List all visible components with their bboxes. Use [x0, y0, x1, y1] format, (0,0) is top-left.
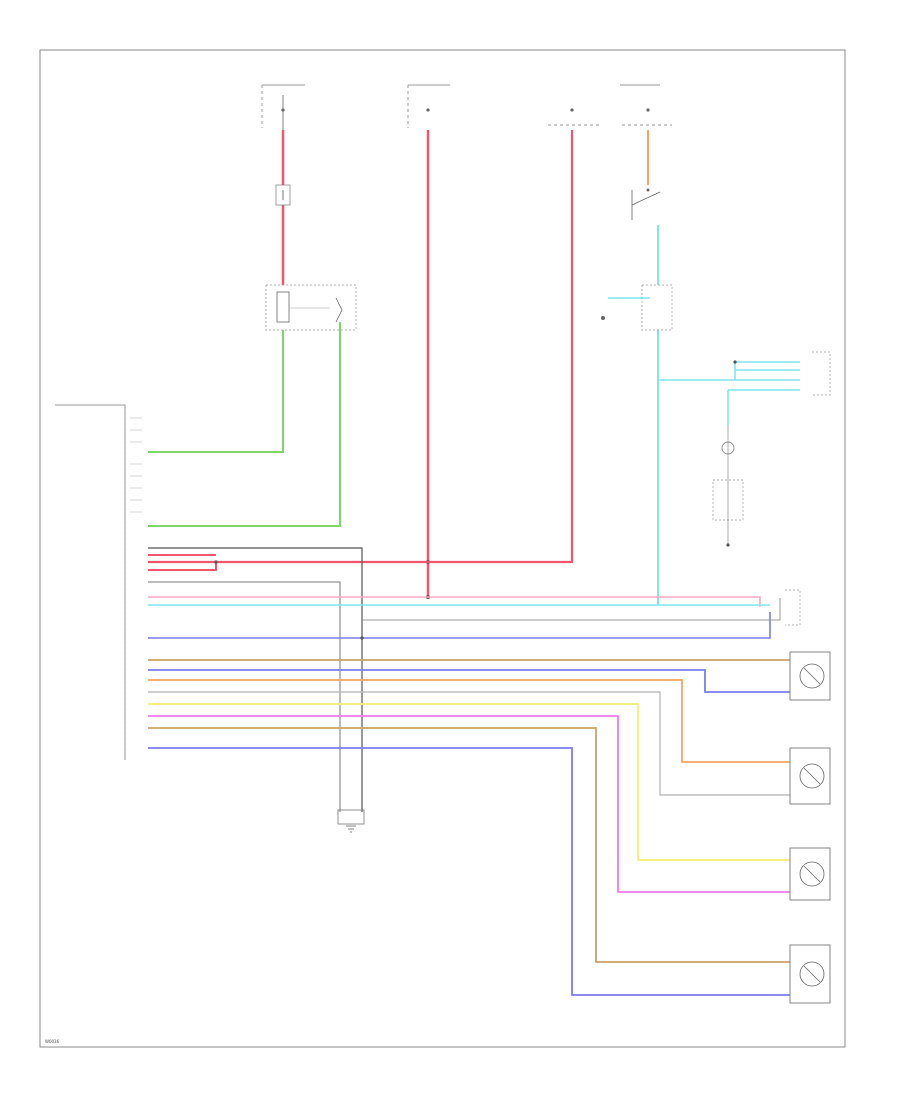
wire-pink-signal — [148, 596, 761, 607]
wire-cyan-branch — [658, 360, 800, 425]
wire-gray-lr — [148, 691, 790, 796]
wire-blue-rf — [148, 747, 790, 996]
fuse-source-4 — [620, 84, 672, 126]
sensor-left-rear — [789, 747, 831, 805]
wire-green-1 — [148, 330, 284, 453]
wire-gray-right — [362, 598, 781, 621]
component-connector-right — [812, 351, 831, 396]
footer-code: W0036 — [45, 1039, 60, 1044]
fuse-source-3 — [548, 108, 600, 126]
ground-symbol — [337, 809, 365, 833]
wire-orange-lr — [148, 679, 790, 763]
component-relay-box — [265, 284, 357, 331]
control-module — [55, 404, 126, 760]
wire-cyan-main — [608, 225, 659, 605]
sensor-left-front — [789, 651, 831, 701]
diagram-frame — [39, 49, 846, 1048]
component-high-mount-lamp — [712, 425, 744, 547]
sensor-right-front — [789, 944, 831, 1004]
component-relay-right — [601, 284, 673, 331]
component-switch-upper — [275, 184, 291, 206]
wire-red-right — [148, 130, 574, 564]
wire-yellow-rr — [148, 703, 790, 861]
wire-blue-signal — [148, 612, 771, 640]
wire-green-2 — [148, 322, 341, 527]
component-connector-mid — [785, 589, 801, 626]
module-pin-row-upper — [130, 417, 142, 513]
wire-red-middle — [426, 130, 430, 599]
component-stop-switch — [631, 188, 661, 220]
wire-tan-rf — [148, 727, 790, 963]
wire-gray-ground-1 — [148, 547, 363, 812]
wire-gray-ground-2 — [148, 581, 341, 812]
fuse-source-1 — [261, 84, 305, 135]
fuse-source-2 — [407, 84, 450, 128]
wire-red-short — [148, 554, 218, 571]
wire-magenta-rr — [148, 715, 790, 893]
wire-blue-lf — [148, 669, 790, 693]
sensor-right-rear — [789, 847, 831, 901]
